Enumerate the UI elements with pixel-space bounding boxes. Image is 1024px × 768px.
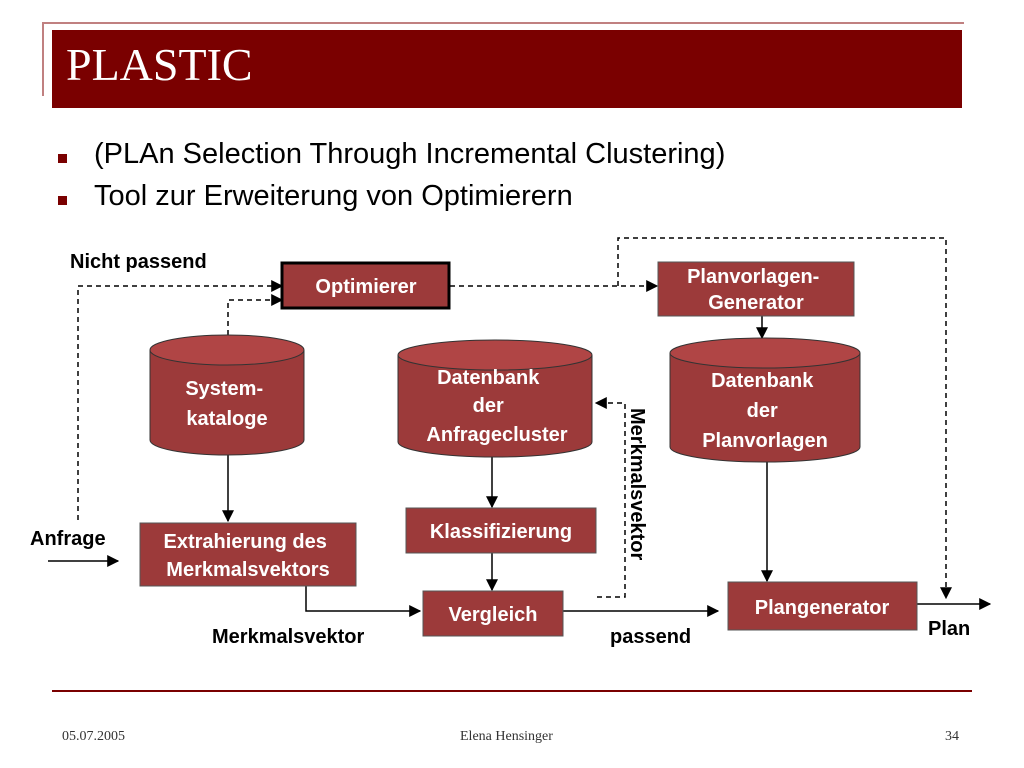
db-anfragecluster-label: Datenbank der Anfragecluster (426, 367, 567, 446)
cylinder-db-anfragecluster: Datenbank der Anfragecluster (397, 339, 593, 458)
box-plangenerator: Plangenerator (727, 581, 918, 631)
systemkataloge-label: System- kataloge (185, 378, 268, 430)
cylinder-systemkataloge: System- kataloge (149, 334, 305, 456)
footer-author: Elena Hensinger (460, 729, 553, 744)
label-passend: passend (610, 626, 691, 648)
connectors (48, 237, 992, 617)
title-accent-line-horizontal (42, 22, 964, 24)
dashed-vergleich-to-anfragecluster (594, 397, 626, 598)
db-planvorlagen-label: Datenbank der Planvorlagen (702, 370, 828, 452)
dashed-systemkataloge-to-optimierer (227, 294, 284, 335)
label-merkmalsvektor: Merkmalsvektor (212, 626, 365, 648)
extrahierung-label: Extrahierung des Merkmalsvektors (164, 531, 333, 581)
bullet-square-icon (58, 154, 67, 163)
bullet-square-icon (58, 196, 67, 205)
slide-title: PLASTIC (66, 39, 253, 90)
footer-page-number: 34 (945, 729, 959, 744)
label-merkmalsvektor-vertical: Merkmalsvektor (626, 408, 648, 561)
label-nicht-passend: Nicht passend (70, 251, 207, 273)
box-vergleich: Vergleich (422, 590, 564, 637)
dashed-top-loop-to-plan (617, 237, 952, 600)
planvorlagen-generator-label: Planvorlagen- Generator (687, 266, 825, 314)
footer-date: 05.07.2005 (62, 729, 125, 744)
optimierer-label: Optimierer (315, 276, 416, 298)
dashed-anfrage-to-optimierer (77, 280, 284, 520)
arrow-extrahierung-to-vergleich (305, 586, 422, 617)
label-plan: Plan (928, 618, 970, 640)
label-anfrage: Anfrage (30, 528, 106, 550)
plangenerator-label: Plangenerator (755, 597, 890, 619)
box-planvorlagen-generator: Planvorlagen- Generator (657, 261, 855, 317)
footer-rule (52, 690, 972, 692)
title-accent-line-vertical (42, 22, 44, 96)
bullet-text: Tool zur Erweiterung von Optimierern (94, 180, 573, 212)
box-klassifizierung: Klassifizierung (405, 507, 597, 554)
klassifizierung-label: Klassifizierung (430, 521, 572, 543)
box-optimierer: Optimierer (280, 261, 451, 310)
bullet-text: (PLAn Selection Through Incremental Clus… (94, 138, 726, 170)
vergleich-label: Vergleich (449, 604, 538, 626)
cylinder-db-planvorlagen: Datenbank der Planvorlagen (669, 337, 861, 463)
title-bar (52, 30, 962, 108)
box-extrahierung: Extrahierung des Merkmalsvektors (139, 522, 357, 587)
